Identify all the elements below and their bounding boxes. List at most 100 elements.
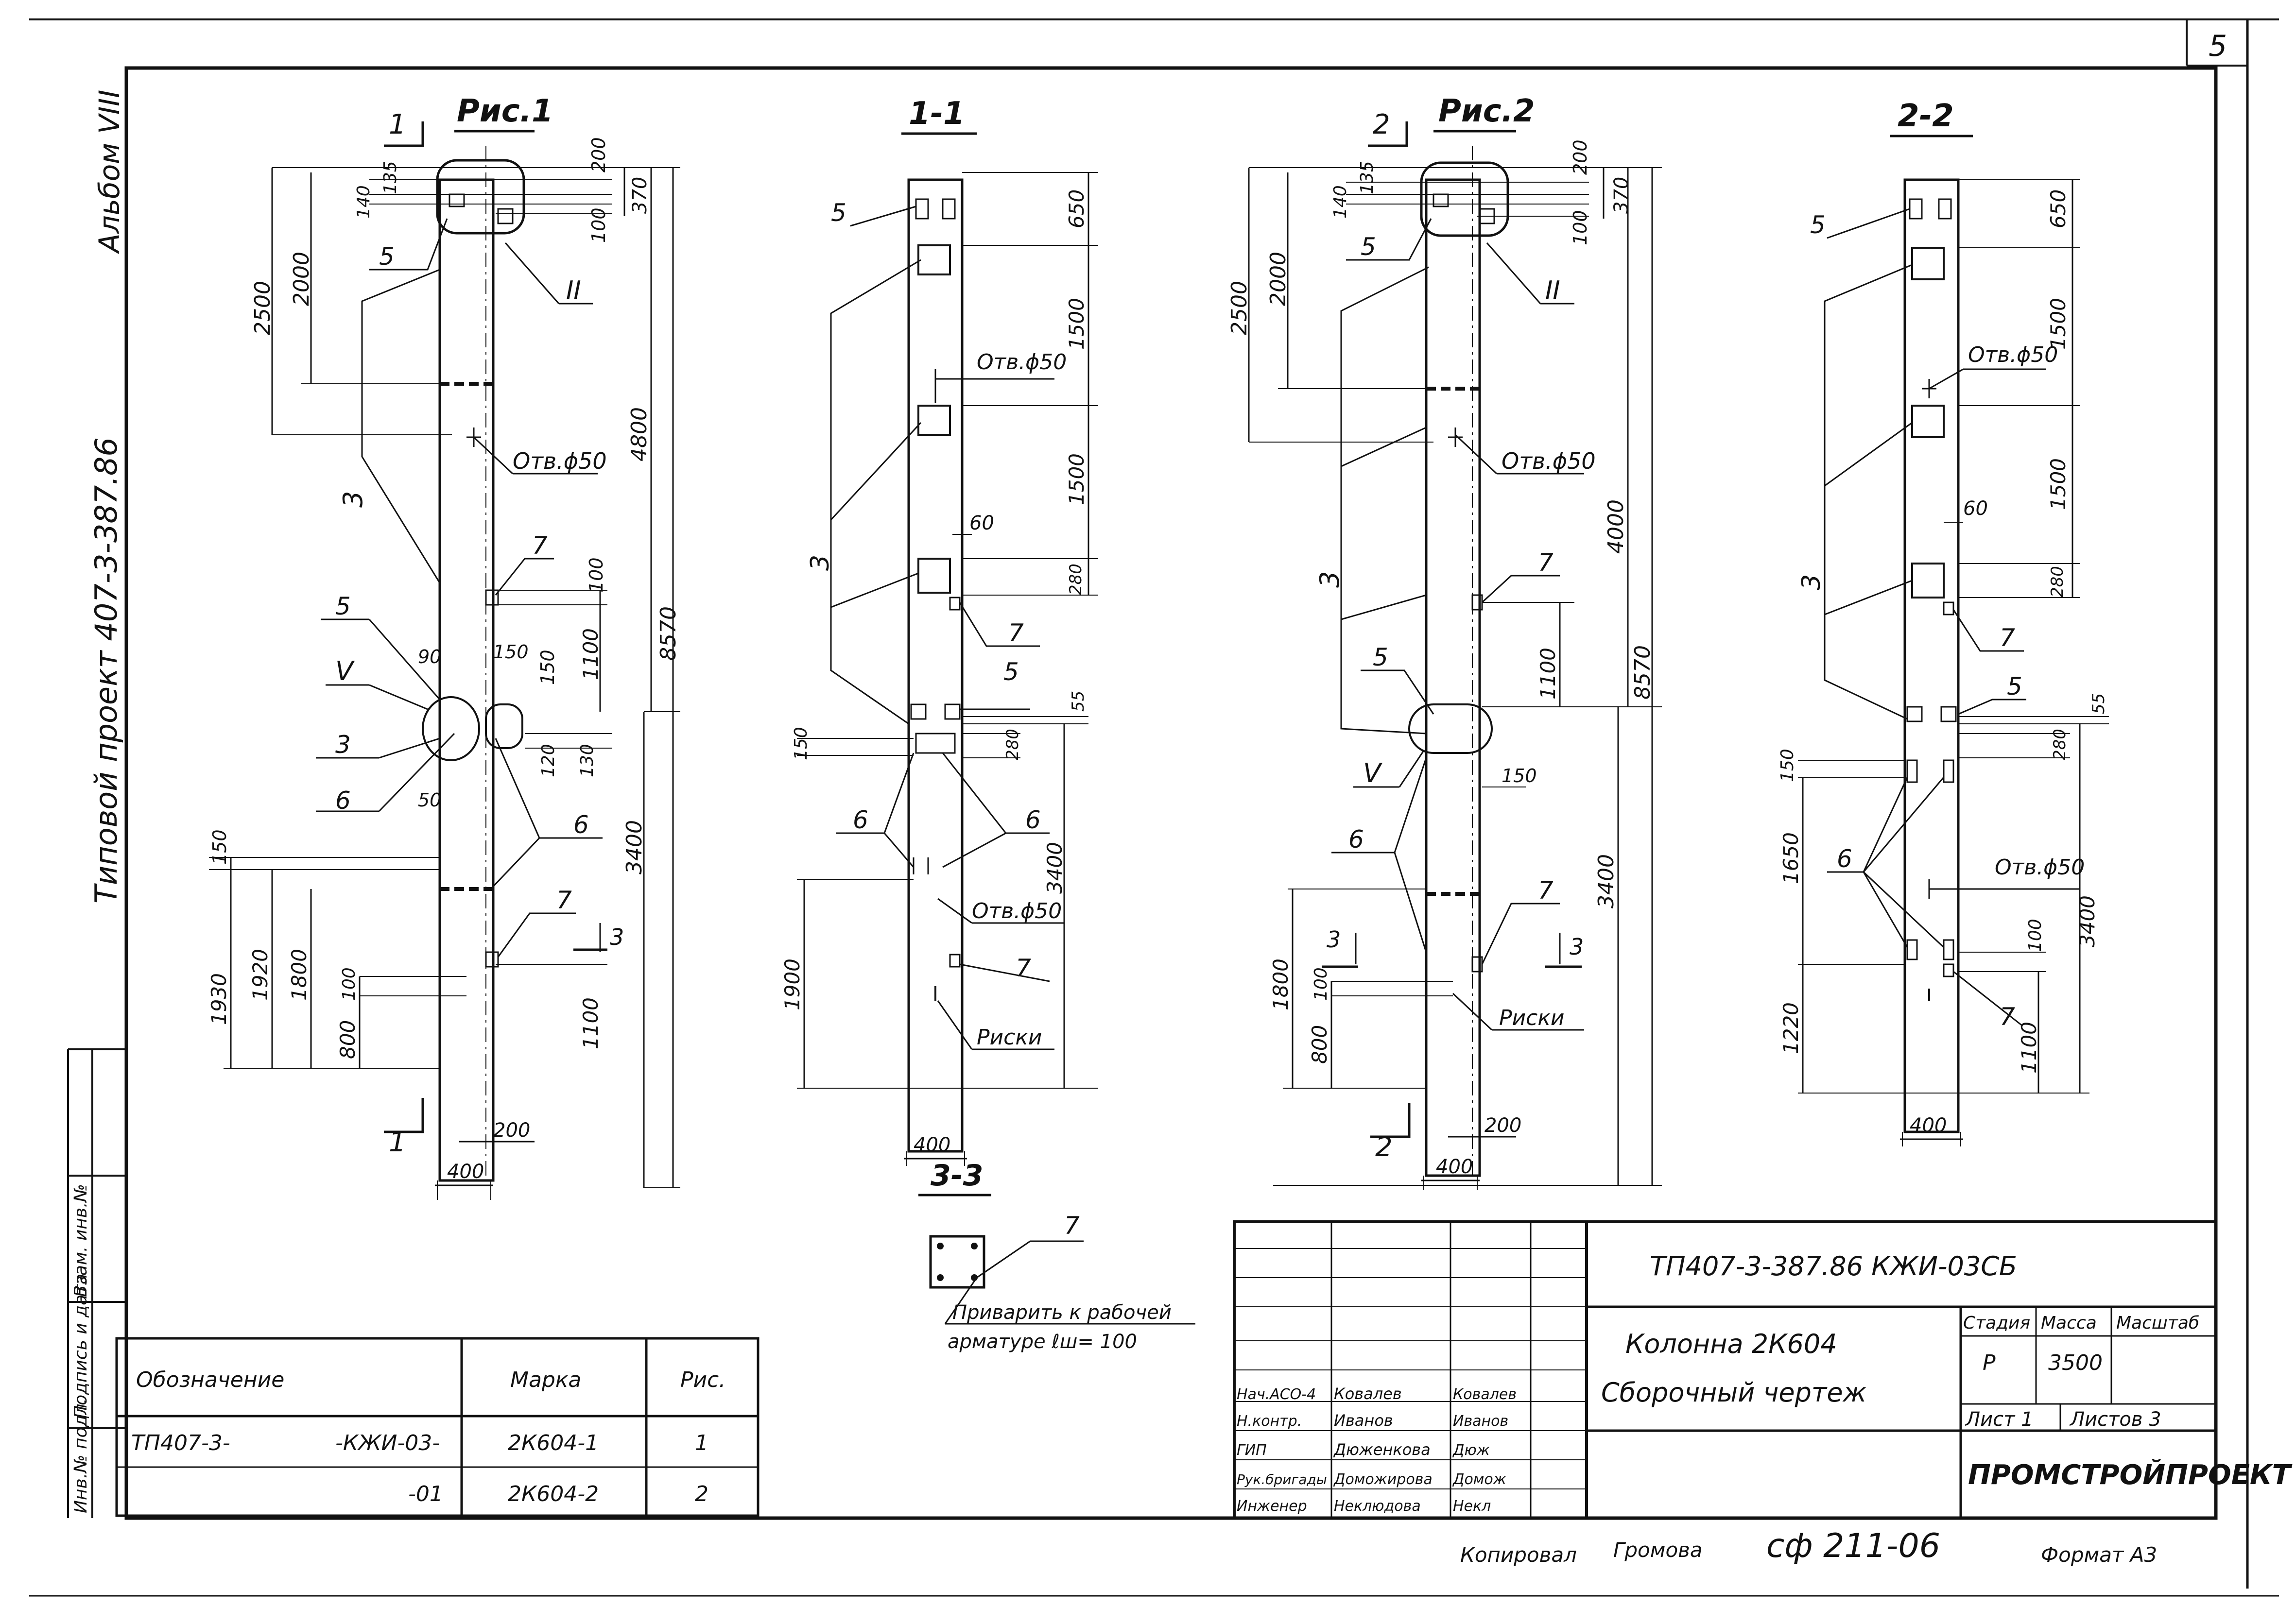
sec22-dimensions: 650 1500 1500 280 55 280 150 1650 1220 1…: [1778, 179, 2109, 1146]
tb-role-0: Нач.АСО-4: [1237, 1386, 1316, 1403]
fig1-dim-150: 150: [493, 641, 529, 663]
sec11-dim-1500a: 1500: [1065, 298, 1088, 350]
sec22-dim-650: 650: [2046, 189, 2070, 228]
sec33-pos-7: 7: [1064, 1212, 1080, 1240]
fig1-pos-3a: 3: [338, 491, 368, 508]
fig2-dim-2000: 2000: [1266, 252, 1291, 306]
sec22-pos-5a: 5: [1810, 211, 1826, 239]
sec11-dim-1500b: 1500: [1065, 453, 1088, 505]
tb-sign-4: Некл: [1453, 1498, 1491, 1515]
footer-copier: Громова: [1613, 1538, 1703, 1562]
fig1-pos-5a: 5: [379, 242, 395, 271]
fig2-dim-400: 400: [1436, 1156, 1473, 1178]
fig2-title: Рис.2: [1438, 93, 1535, 129]
marks-row1-fig: 1: [695, 1431, 708, 1455]
fig1-dim-135: 135: [380, 161, 400, 194]
fig1-dim-1800: 1800: [287, 949, 311, 1001]
sec22-hole2: Отв.ϕ50: [1995, 855, 2085, 880]
sec11-dim-150: 150: [791, 727, 811, 760]
page-number: 5: [2209, 29, 2227, 63]
fig1-dim-90: 90: [418, 646, 441, 667]
title-block: ТП407-3-387.86 КЖИ-03СБ Колонна 2К604 Сб…: [1233, 1220, 2293, 1520]
fig1-cut-3: 3: [610, 924, 624, 950]
fig1-dim-4800: 4800: [627, 407, 652, 462]
sec11-dim-55: 55: [1069, 691, 1088, 712]
tb-doc-code: ТП407-3-387.86 КЖИ-03СБ: [1650, 1251, 2017, 1282]
fig1-dim-1100: 1100: [579, 628, 603, 680]
project-label: Типовой проект 407-3-387.86: [88, 437, 124, 904]
tb-role-3: Рук.бригады: [1237, 1471, 1327, 1487]
sec11-hole1: Отв.ϕ50: [977, 350, 1067, 375]
marks-header-fig: Рис.: [680, 1368, 725, 1392]
marks-row2-fig: 2: [695, 1482, 708, 1506]
sec11-dim-280b: 280: [1003, 729, 1022, 760]
side-label-replace: Взам. инв.№: [71, 1184, 91, 1297]
sec22-dim-60: 60: [1963, 497, 1988, 520]
fig2-pos-7b: 7: [1538, 876, 1554, 905]
sec22-pos-6: 6: [1837, 845, 1852, 873]
sec22-dim-150: 150: [1778, 749, 1797, 782]
tb-name-1b: Иванов: [1334, 1411, 1393, 1430]
sec22-hole1: Отв.ϕ50: [1968, 342, 2058, 367]
fig2-dim-100b: 100: [1311, 967, 1331, 1001]
fig2-dimensions: 2500 2000 140 135 200 100 370 4000 8570 …: [1227, 139, 1662, 1190]
fig1-pos-6b: 6: [573, 811, 589, 839]
section-2-2: 2-2 5 3 Отв.ϕ50 60 7 5 6: [1778, 98, 2109, 1146]
marks-header-mark: Марка: [510, 1368, 581, 1392]
fig2-callout-V: V: [1363, 758, 1383, 788]
sec22-dim-3400: 3400: [2075, 895, 2099, 947]
footer-sf: сф 211-06: [1766, 1527, 1940, 1565]
fig1-dim-130: 130: [577, 744, 597, 777]
sec11-pos-7a: 7: [1008, 619, 1024, 647]
marks-row1-code: ТП407-3-: [131, 1431, 230, 1455]
fig1-dim-370: 370: [629, 177, 651, 214]
sec22-dim-1650: 1650: [1779, 832, 1803, 884]
sheet-frame: [29, 18, 2279, 1597]
fig1-dim-120: 120: [538, 744, 558, 777]
sec11-marks: Риски: [977, 1025, 1042, 1050]
fig2-dim-1100: 1100: [1536, 648, 1560, 700]
fig1-dim-800: 800: [336, 1020, 360, 1059]
footer-format: Формат А3: [2041, 1543, 2157, 1567]
fig1-dim-100b: 100: [586, 557, 607, 593]
fig1-pos-7a: 7: [532, 531, 548, 560]
fig1-dim-8570: 8570: [656, 606, 681, 661]
album-label: Альбом VIII: [93, 90, 126, 255]
sec22-dim-280: 280: [2048, 566, 2067, 598]
tb-role-4: Инженер: [1237, 1498, 1307, 1515]
sec33-note-1: Приварить к рабочей: [952, 1301, 1172, 1324]
tb-stage-header: Стадия: [1963, 1313, 2030, 1333]
fig1-hole-label: Отв.ϕ50: [513, 448, 607, 474]
sec33-title: 3-3: [931, 1159, 983, 1193]
fig1-dim-3400: 3400: [622, 820, 647, 874]
sec22-dim-1500b: 1500: [2046, 458, 2070, 510]
fig1-dim-200: 200: [588, 137, 609, 172]
tb-role-1: Н.контр.: [1237, 1413, 1302, 1430]
tb-name-0: Ковалев: [1334, 1385, 1402, 1403]
fig2-detail-II: II: [1545, 276, 1560, 305]
marks-table: Обозначение Марка Рис. ТП407-3- -КЖИ-03-…: [115, 1337, 760, 1517]
sec11-dimensions: 650 1500 1500 280 55 150 280 3400 1900 4…: [780, 172, 1098, 1166]
fig2-pos-3: 3: [1314, 571, 1345, 588]
fig1-pos-3b: 3: [335, 731, 351, 759]
fig2-dim-140: 140: [1330, 185, 1350, 219]
fig2-dim-100: 100: [1570, 210, 1591, 245]
fig2-dim-3400: 3400: [1594, 854, 1619, 908]
fig1-title: Рис.1: [457, 93, 553, 129]
fig1-dim-150b: 150: [537, 650, 558, 685]
tb-sign-2: Дюж: [1452, 1442, 1490, 1459]
fig1-dim-140: 140: [354, 185, 374, 219]
marks-row1-code2: -КЖИ-03-: [335, 1431, 440, 1455]
fig2-marks: Риски: [1499, 1006, 1565, 1030]
fig2-dim-135: 135: [1357, 161, 1377, 194]
tb-name-4: Неклюдова: [1334, 1498, 1421, 1515]
marks-row2-mark: 2К604-2: [508, 1482, 599, 1506]
fig1-section-mark: 1: [389, 109, 406, 140]
fig2-pos-6: 6: [1348, 825, 1364, 854]
tb-sheets: Листов 3: [2069, 1408, 2161, 1431]
fig2-hole-label: Отв.ϕ50: [1502, 448, 1596, 474]
fig2-dim-150: 150: [1502, 765, 1537, 786]
fig1-dim-200b: 200: [493, 1119, 530, 1142]
tb-mass: 3500: [2048, 1351, 2103, 1375]
marks-header-designation: Обозначение: [136, 1368, 284, 1392]
